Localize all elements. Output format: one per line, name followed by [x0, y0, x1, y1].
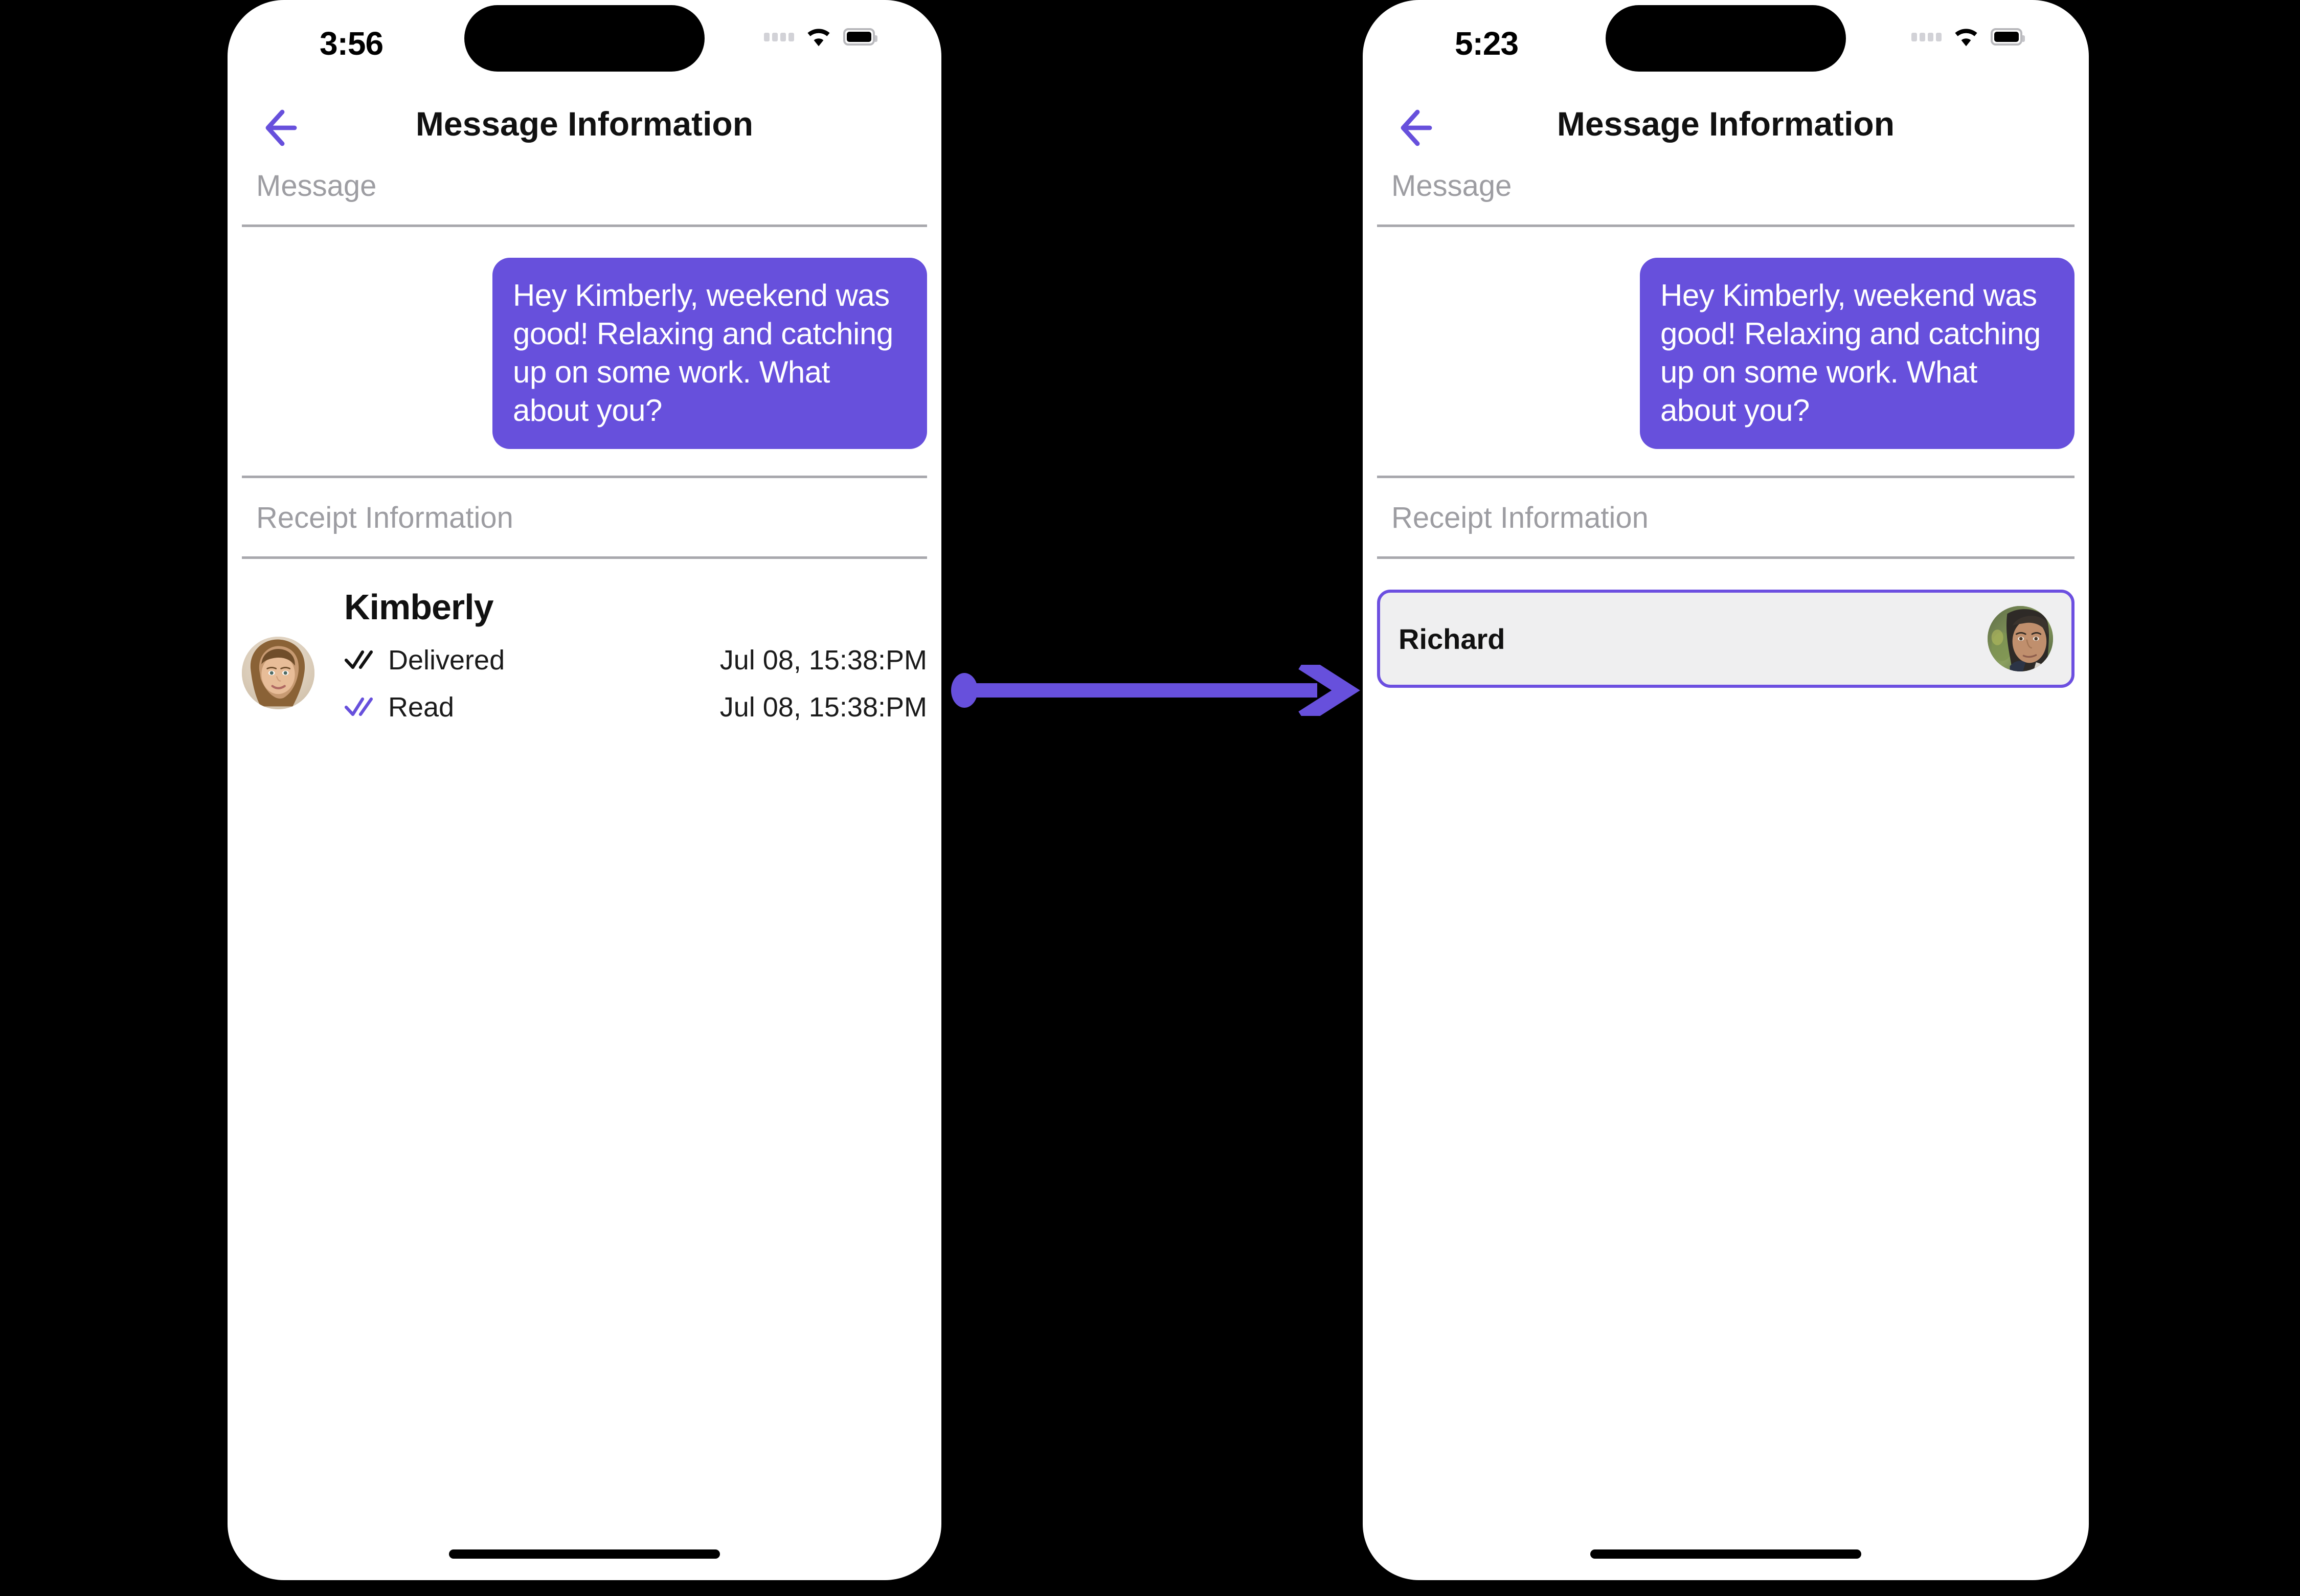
receipt-entry[interactable]: Kimberly	[242, 587, 927, 731]
battery-icon	[1991, 28, 2025, 46]
double-check-icon	[344, 694, 388, 721]
section-divider	[242, 224, 927, 227]
message-section-header: Message	[1363, 169, 2089, 227]
receipt-section-label: Receipt Information	[256, 501, 513, 534]
dynamic-island	[464, 5, 705, 72]
connector-line	[964, 683, 1317, 698]
section-divider	[1377, 224, 2074, 227]
nav-bar: Message Information	[228, 92, 941, 169]
back-button[interactable]	[1391, 97, 1452, 159]
message-bubble-area: Hey Kimberly, weekend was good! Relaxing…	[228, 227, 941, 449]
arrow-right-icon	[1298, 665, 1360, 716]
status-bar: 3:56	[228, 0, 941, 92]
status-bar-time: 5:23	[1455, 25, 1519, 62]
flow-connector-arrow	[951, 665, 1360, 716]
home-indicator[interactable]	[1590, 1549, 1861, 1559]
receipt-section-header: Receipt Information	[1363, 501, 2089, 559]
receipt-list: Kimberly	[228, 559, 941, 731]
message-section-label: Message	[1391, 169, 1512, 203]
phone-screen-left: 3:56 Message Information Message Hey Kim…	[228, 0, 941, 1580]
receipt-timestamp: Jul 08, 15:38:PM	[719, 692, 927, 723]
back-button[interactable]	[256, 97, 317, 159]
section-divider	[242, 556, 927, 559]
status-bar-indicators	[764, 27, 877, 47]
receipt-person-name: Richard	[1399, 622, 1505, 655]
receipt-person-name: Kimberly	[344, 587, 494, 627]
section-divider	[1377, 556, 2074, 559]
receipt-status-label: Delivered	[388, 645, 505, 676]
receipt-section-header: Receipt Information	[228, 501, 941, 559]
phone-screen-right: 5:23 Message Information Message Hey Kim…	[1363, 0, 2089, 1580]
nav-bar: Message Information	[1363, 92, 2089, 169]
avatar-richard	[1988, 606, 2053, 671]
double-check-icon	[344, 647, 388, 674]
status-bar-indicators	[1911, 27, 2025, 47]
battery-icon	[843, 28, 877, 46]
signal-dots-icon	[1911, 32, 1942, 41]
wifi-icon	[807, 29, 830, 47]
message-section-header: Message	[228, 169, 941, 227]
back-arrow-icon	[265, 109, 297, 146]
message-section-divider	[1377, 476, 2074, 478]
receipt-person-card[interactable]: Richard	[1377, 590, 2074, 688]
back-arrow-icon	[1401, 109, 1432, 146]
receipt-row: Read Jul 08, 15:38:PM	[344, 684, 927, 731]
status-bar: 5:23	[1363, 0, 2089, 92]
wifi-icon	[1955, 29, 1977, 47]
message-section-label: Message	[256, 169, 377, 203]
receipt-row: Delivered Jul 08, 15:38:PM	[344, 637, 927, 684]
home-indicator[interactable]	[449, 1549, 720, 1559]
page-title: Message Information	[1557, 105, 1895, 143]
message-bubble-area: Hey Kimberly, weekend was good! Relaxing…	[1363, 227, 2089, 449]
message-section-divider	[242, 476, 927, 478]
receipt-timestamp: Jul 08, 15:38:PM	[719, 645, 927, 676]
message-bubble[interactable]: Hey Kimberly, weekend was good! Relaxing…	[492, 258, 927, 449]
receipt-section-label: Receipt Information	[1391, 501, 1649, 534]
status-bar-time: 3:56	[320, 25, 384, 62]
message-bubble[interactable]: Hey Kimberly, weekend was good! Relaxing…	[1640, 258, 2074, 449]
avatar-kimberly	[242, 637, 314, 709]
page-title: Message Information	[415, 105, 754, 143]
receipt-status-label: Read	[388, 692, 455, 723]
signal-dots-icon	[764, 32, 794, 41]
dynamic-island	[1606, 5, 1846, 72]
